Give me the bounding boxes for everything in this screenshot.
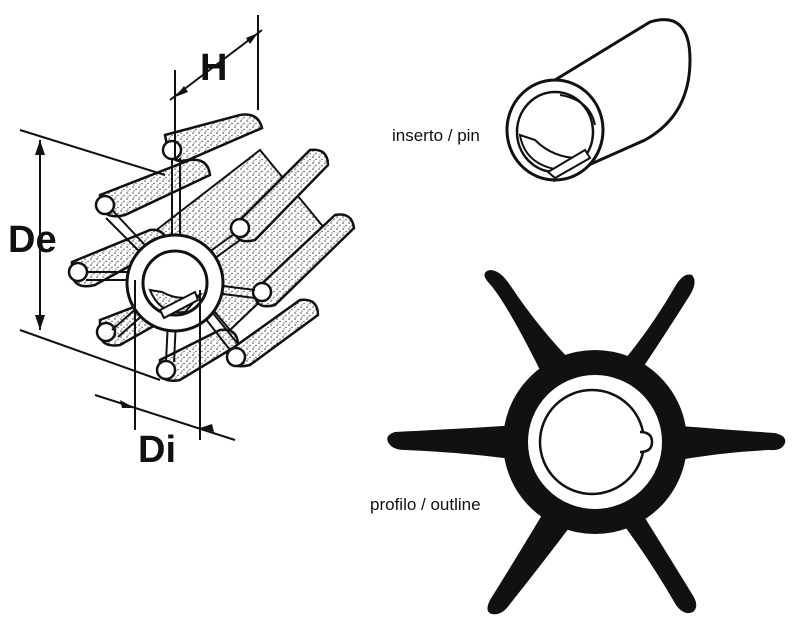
outline-blades <box>387 270 786 615</box>
outline-caption: profilo / outline <box>370 495 481 514</box>
height-label: H <box>200 47 227 89</box>
outer-diameter-label: De <box>8 219 57 261</box>
dimension-di <box>94 280 236 441</box>
impeller-3d-drawing: H De Di <box>8 15 356 471</box>
outline-bore <box>538 388 646 496</box>
pin-insert-drawing <box>505 18 692 183</box>
dimension-h <box>169 15 263 160</box>
impeller-outline-profile <box>387 270 786 615</box>
inner-diameter-label: Di <box>138 429 176 471</box>
dimension-de <box>19 129 166 381</box>
pin-caption: inserto / pin <box>392 126 480 145</box>
